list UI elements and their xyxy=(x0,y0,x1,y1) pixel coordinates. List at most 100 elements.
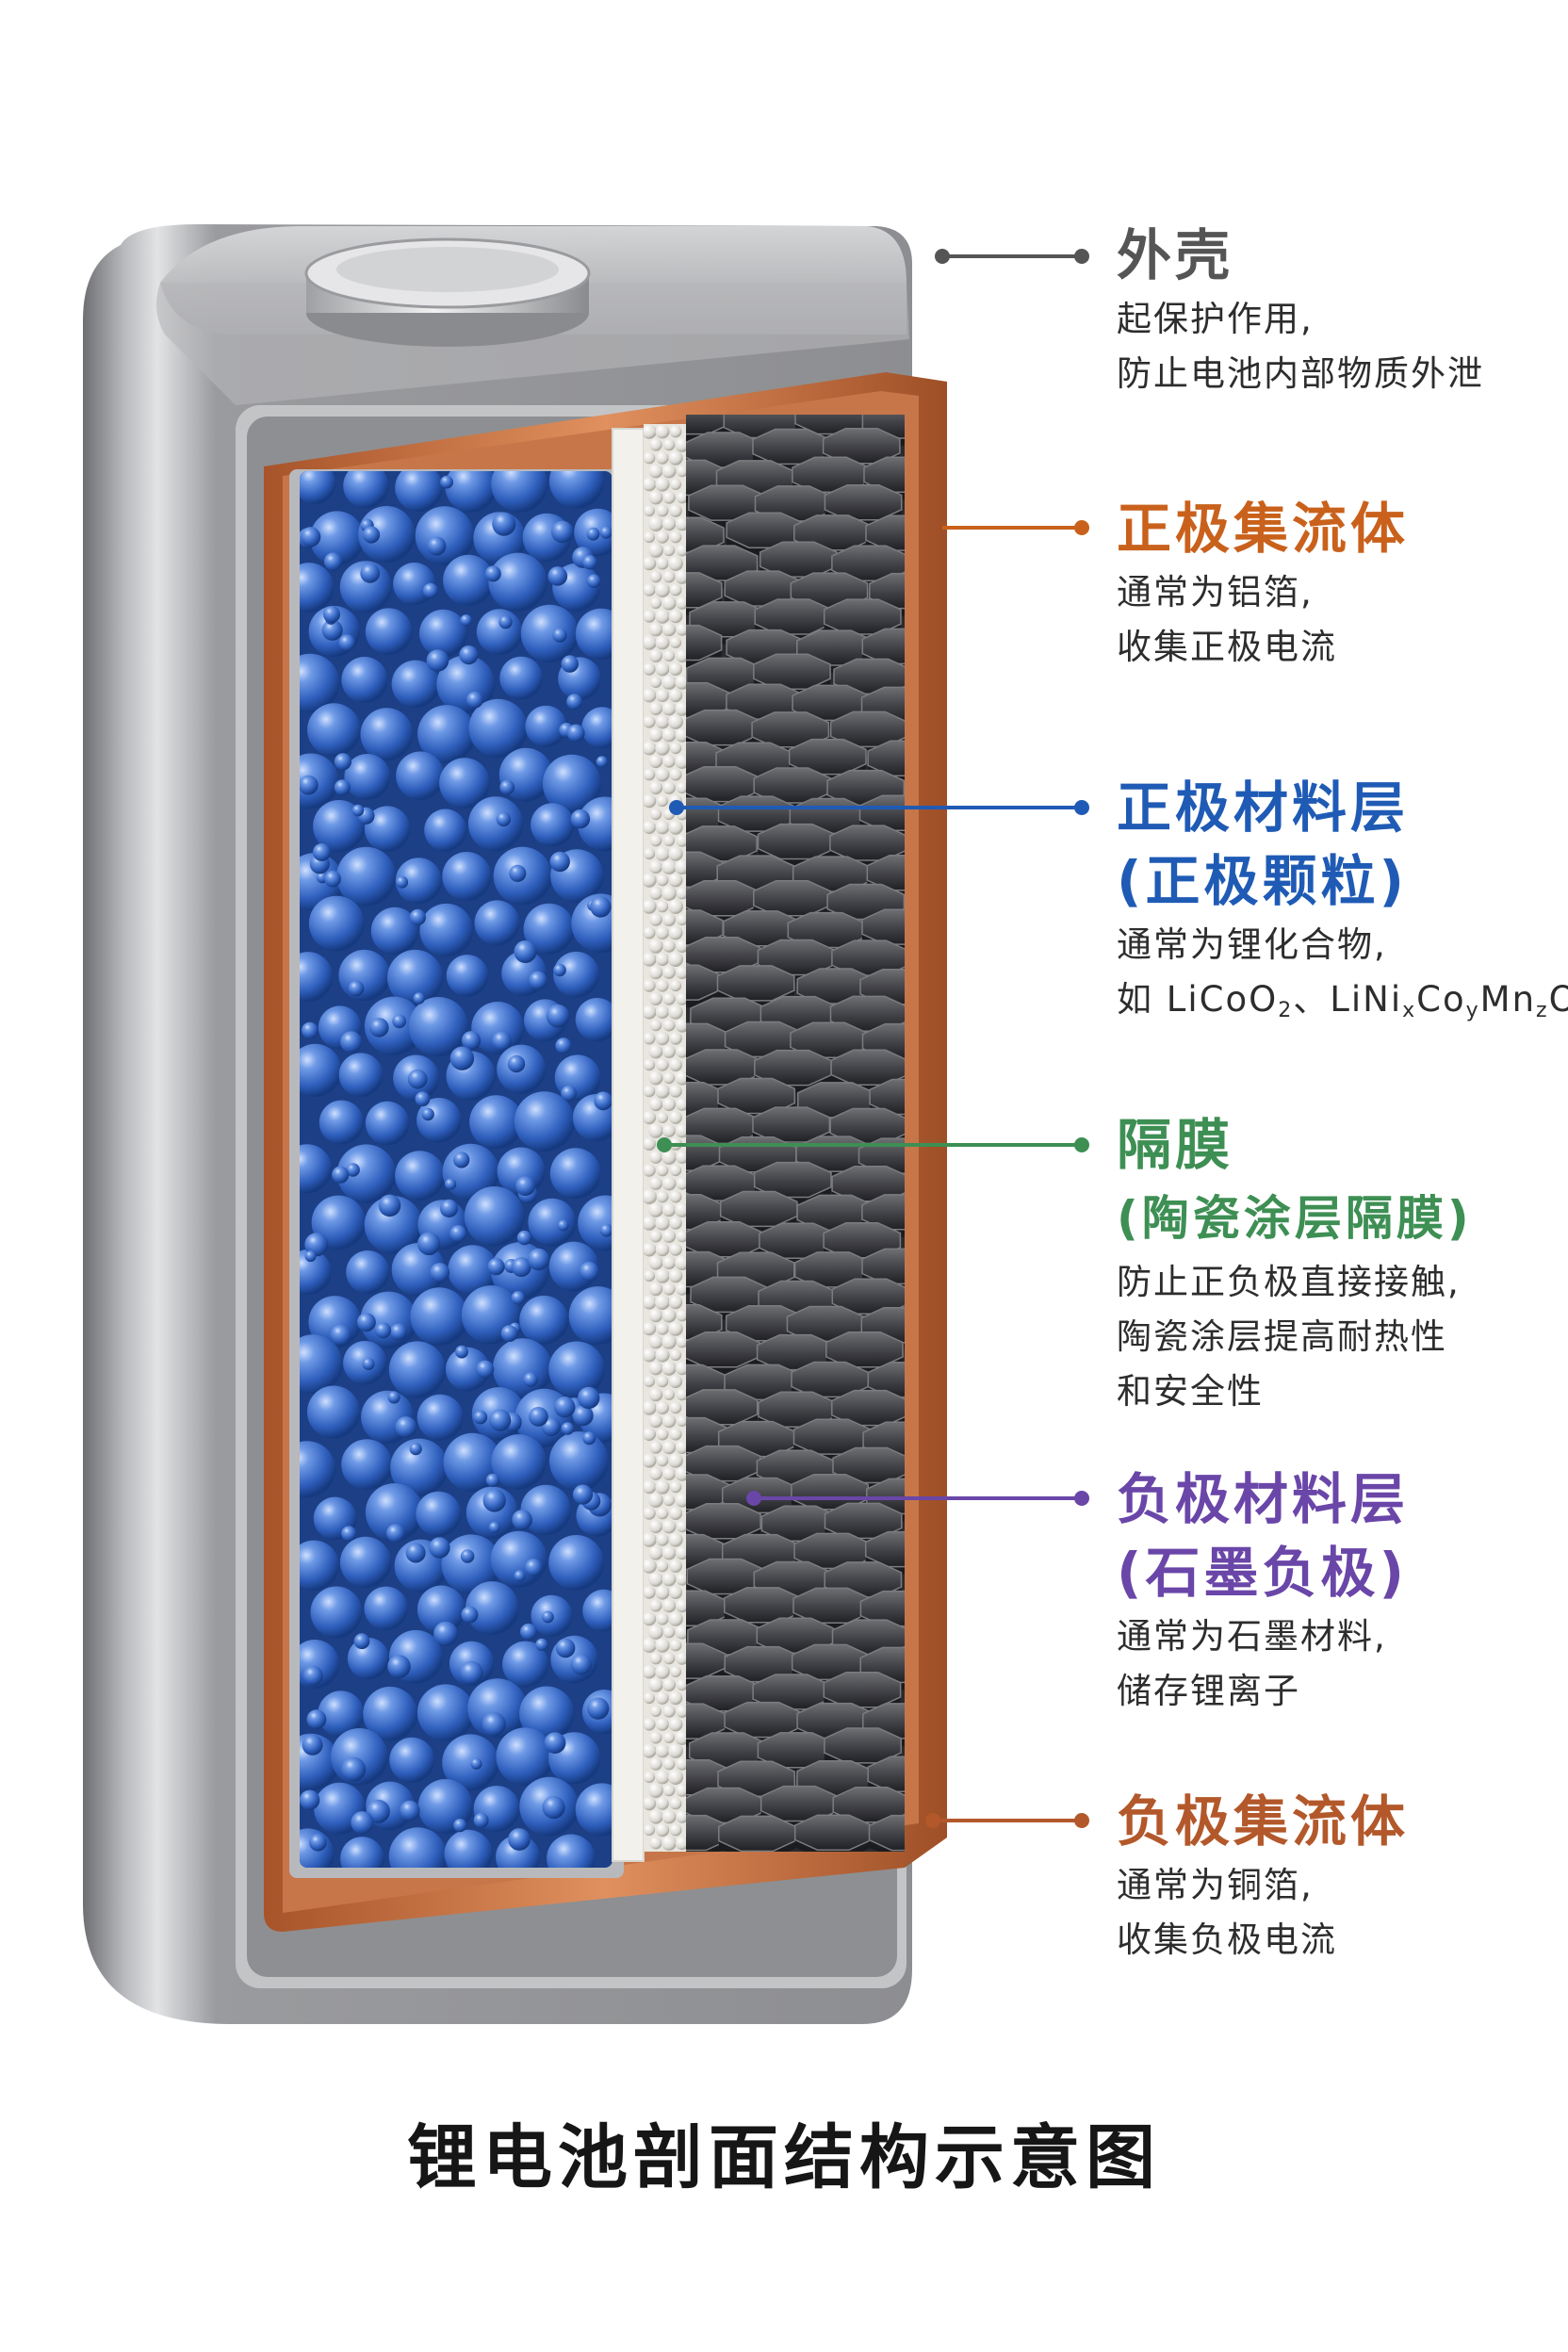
cathode-particle-small xyxy=(362,526,381,544)
cathode-particle xyxy=(300,1334,343,1395)
ceramic-bead xyxy=(644,741,657,756)
cathode-particle xyxy=(370,906,418,956)
cathode-particle-small xyxy=(553,963,566,977)
label-cathode-layer-desc-1: 通常为锂化合物, xyxy=(1117,924,1387,965)
ceramic-bead xyxy=(676,1335,686,1348)
ceramic-bead xyxy=(676,1282,686,1296)
ceramic-bead xyxy=(644,1611,657,1626)
ceramic-bead xyxy=(662,1019,676,1032)
leader-dot-cathode-layer-end xyxy=(1074,800,1089,815)
graphite-flake xyxy=(686,624,723,662)
graphite-flake xyxy=(752,1106,831,1143)
cathode-particle xyxy=(444,1829,493,1868)
ceramic-bead xyxy=(655,714,670,729)
ceramic-bead xyxy=(648,1361,663,1376)
cathode-particle-small xyxy=(386,1524,405,1543)
cathode-particle-small xyxy=(582,555,597,570)
cathode-particle xyxy=(300,1733,339,1791)
ceramic-bead xyxy=(668,1532,683,1547)
graphite-flake xyxy=(754,598,833,635)
cathode-particle xyxy=(528,1198,577,1247)
cathode-particle-small xyxy=(570,1654,593,1675)
ceramic-bead xyxy=(655,1400,670,1415)
ceramic-bead xyxy=(675,1361,686,1376)
ceramic-bead xyxy=(644,1453,657,1468)
ceramic-bead xyxy=(670,1666,681,1677)
cathode-particle-small xyxy=(375,1322,392,1339)
cathode-particle xyxy=(341,1439,393,1491)
ceramic-bead xyxy=(662,1361,677,1376)
cathode-particle xyxy=(578,1195,612,1251)
ceramic-bead xyxy=(663,1732,675,1743)
cathode-particle-small xyxy=(323,552,343,571)
ceramic-bead xyxy=(668,1770,683,1785)
cathode-particle xyxy=(300,1043,342,1098)
ceramic-bead xyxy=(656,1428,669,1441)
ceramic-bead xyxy=(669,1480,682,1494)
cathode-particle-small xyxy=(542,1796,565,1820)
ceramic-bead xyxy=(662,570,676,583)
ceramic-bead xyxy=(662,1705,676,1718)
ceramic-bead xyxy=(649,1757,662,1771)
ceramic-bead xyxy=(644,1376,655,1387)
label-separator-desc-2: 陶瓷涂层提高耐热性 xyxy=(1117,1316,1447,1357)
graphite-flake xyxy=(686,545,759,581)
ceramic-bead xyxy=(655,1242,670,1257)
label-anode-collector: 负极集流体 通常为铜箔, 收集负极电流 xyxy=(1117,1785,1409,1968)
leader-dot-anode-layer-end xyxy=(1074,1491,1089,1506)
cathode-particle-small xyxy=(302,1021,318,1039)
leader-dot-shell-start xyxy=(935,249,950,264)
cathode-particle-small xyxy=(400,1800,420,1821)
cathode-particle-small xyxy=(449,1225,467,1243)
cathode-particle-small xyxy=(409,1443,422,1456)
ceramic-bead xyxy=(676,992,686,1005)
cathode-particle-small xyxy=(362,1357,375,1370)
ceramic-bead xyxy=(655,582,670,597)
graphite-flake xyxy=(831,1389,905,1427)
graphite-flake xyxy=(686,1331,760,1368)
cathode-particle-small xyxy=(429,1537,450,1559)
ceramic-bead xyxy=(676,887,686,900)
graphite-flake xyxy=(724,1701,803,1739)
cathode-particle-small xyxy=(466,691,483,709)
cathode-particle-small xyxy=(312,843,331,861)
ceramic-bead xyxy=(655,1638,670,1653)
label-anode-layer-subtitle: (石墨负极) xyxy=(1117,1541,1409,1605)
graphite-flake xyxy=(832,1446,905,1484)
ceramic-bead xyxy=(669,1560,682,1573)
ceramic-bead xyxy=(648,1334,663,1349)
cathode-particle-small xyxy=(527,1248,550,1271)
ceramic-bead xyxy=(662,1836,677,1851)
ceramic-bead xyxy=(644,1718,656,1731)
ceramic-bead xyxy=(644,1004,657,1020)
ceramic-bead xyxy=(662,1413,677,1429)
ceramic-bead xyxy=(662,464,677,479)
ceramic-bead xyxy=(657,1112,668,1123)
ceramic-bead xyxy=(676,1441,686,1454)
graphite-flake xyxy=(686,415,732,435)
ceramic-bead xyxy=(668,714,683,729)
ceramic-bead xyxy=(644,1164,656,1177)
cathode-particle-small xyxy=(587,1697,610,1720)
graphite-flake xyxy=(792,1418,872,1455)
ceramic-bead xyxy=(644,1137,656,1151)
cathode-particle-small xyxy=(369,1018,389,1037)
cathode-particle xyxy=(364,996,424,1056)
ceramic-bead xyxy=(644,1559,657,1574)
cathode-particle xyxy=(308,895,365,952)
cathode-particle xyxy=(492,1338,553,1398)
leader-dot-anode-collector-end xyxy=(1074,1813,1089,1828)
cathode-particle-small xyxy=(549,851,570,873)
cathode-particle xyxy=(442,1734,499,1791)
ceramic-bead xyxy=(676,1757,686,1771)
cathode-particle-small xyxy=(392,1014,407,1029)
graphite-flake xyxy=(829,710,905,748)
graphite-flake xyxy=(824,1502,903,1540)
ceramic-bead xyxy=(670,479,681,490)
graphite-flake xyxy=(754,1049,832,1086)
cathode-particle xyxy=(468,698,528,758)
ceramic-bead xyxy=(676,596,686,610)
ceramic-bead xyxy=(670,637,681,648)
cathode-particle xyxy=(339,1536,392,1588)
cathode-particle xyxy=(388,1827,448,1868)
